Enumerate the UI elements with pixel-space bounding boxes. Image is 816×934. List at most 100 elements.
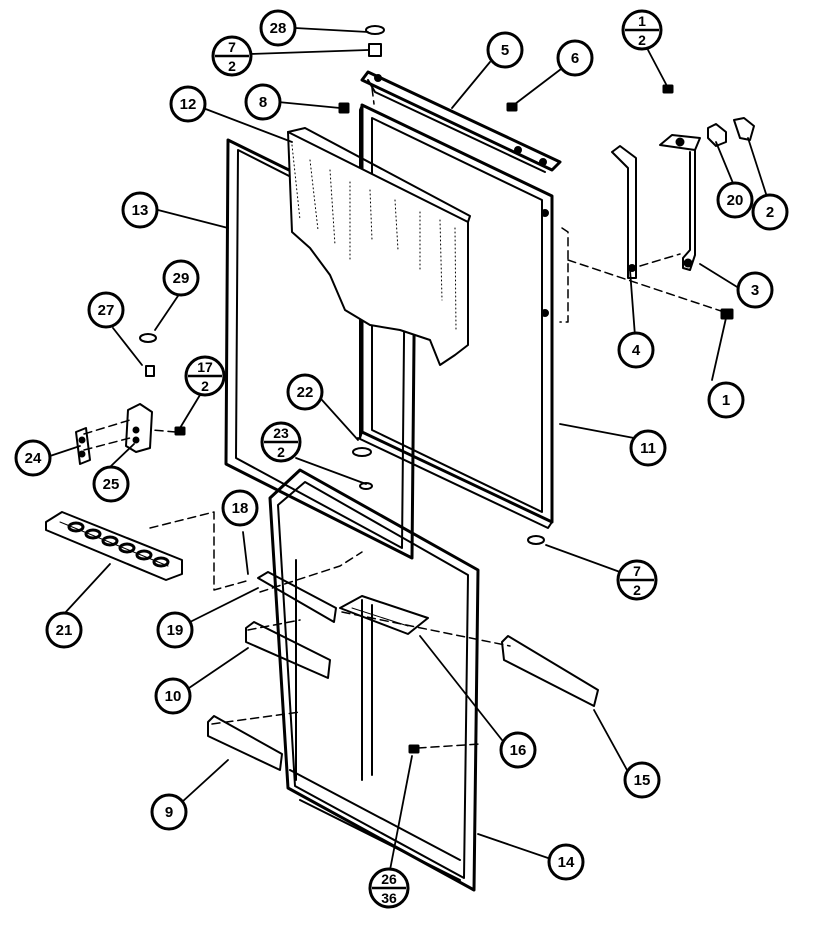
callout-label: 11 [640, 440, 656, 457]
callout-label: 19 [167, 622, 184, 639]
callout-27: 27 [87, 291, 125, 329]
callout-circle [716, 181, 754, 219]
callout-12: 12 [169, 85, 207, 123]
callout-denominator: 2 [201, 378, 209, 394]
shelf-19 [257, 571, 337, 623]
callout-circle [156, 611, 194, 649]
callout-circle [87, 291, 125, 329]
callout-29: 29 [162, 259, 200, 297]
callout-1a: 12 [621, 9, 663, 51]
callout-label: 24 [25, 450, 42, 467]
insulation-panel [287, 127, 471, 366]
callout-numerator: 1 [638, 13, 646, 29]
callout-11: 11 [629, 429, 667, 467]
callout-label: 28 [270, 20, 287, 37]
callout-circle [14, 439, 52, 477]
callout-circle [286, 373, 324, 411]
callout-label: 20 [727, 192, 744, 209]
callout-circle [623, 761, 661, 799]
callout-label: 6 [571, 50, 579, 67]
callout-4: 4 [617, 331, 655, 369]
shelf-9 [207, 715, 283, 771]
callout-label: 15 [634, 772, 651, 789]
callout-circle [154, 677, 192, 715]
callout-22: 22 [286, 373, 324, 411]
callout-label: 22 [297, 384, 314, 401]
callout-circle [169, 85, 207, 123]
bottom-trim-15 [501, 635, 599, 707]
callout-3: 3 [736, 271, 774, 309]
callout-label: 5 [501, 42, 509, 59]
callout-circle [259, 9, 297, 47]
callout-circle [617, 331, 655, 369]
egg-tray [45, 511, 183, 581]
callout-numerator: 23 [273, 425, 289, 441]
hinge-bar [611, 145, 637, 279]
callout-15: 15 [623, 761, 661, 799]
callout-circle [629, 429, 667, 467]
callout-label: 3 [751, 282, 759, 299]
parts-drawing [45, 25, 769, 892]
callout-denominator: 36 [381, 890, 397, 906]
callout-circle [45, 611, 83, 649]
shelf-10 [245, 621, 331, 679]
callout-circle [736, 271, 774, 309]
callout-circle [751, 193, 789, 231]
callout-label: 16 [510, 742, 527, 759]
callout-circle [92, 465, 130, 503]
callout-label: 25 [103, 476, 120, 493]
callout-label: 8 [259, 94, 267, 111]
lower-hinge-parts [75, 333, 157, 465]
callout-label: 12 [180, 96, 197, 113]
callout-label: 10 [165, 688, 182, 705]
callout-7a: 72 [211, 35, 253, 77]
callout-23: 232 [260, 421, 302, 463]
callout-label: 21 [56, 622, 73, 639]
callout-numerator: 7 [228, 39, 236, 55]
callout-19: 19 [156, 611, 194, 649]
door-stop-bracket [659, 134, 701, 271]
callout-label: 1 [722, 392, 730, 409]
callout-label: 14 [558, 854, 575, 871]
callout-label: 18 [232, 500, 249, 517]
callout-label: 9 [165, 804, 173, 821]
callout-circle [486, 31, 524, 69]
callout-circle [556, 39, 594, 77]
callout-circle [244, 83, 282, 121]
shelf-16 [339, 595, 429, 635]
callout-label: 27 [98, 302, 115, 319]
callout-circle [150, 793, 188, 831]
callout-denominator: 2 [277, 444, 285, 460]
callout-13: 13 [121, 191, 159, 229]
callout-label: 29 [173, 270, 190, 287]
top-washers [365, 25, 385, 57]
top-trim-bar [360, 70, 562, 173]
door-bottom-cap [352, 447, 545, 545]
callout-circle [121, 191, 159, 229]
callout-circle [162, 259, 200, 297]
callout-2: 2 [751, 193, 789, 231]
callout-label: 2 [766, 204, 774, 221]
callout-8: 8 [244, 83, 282, 121]
callout-14: 14 [547, 843, 585, 881]
callout-18: 18 [221, 489, 259, 527]
callout-circle [547, 843, 585, 881]
callout-25: 25 [92, 465, 130, 503]
callout-label: 13 [132, 202, 149, 219]
callout-6: 6 [556, 39, 594, 77]
callout-20: 20 [716, 181, 754, 219]
callout-denominator: 2 [228, 58, 236, 74]
callout-numerator: 26 [381, 871, 397, 887]
callout-28: 28 [259, 9, 297, 47]
screws [174, 84, 734, 754]
callout-17: 172 [184, 355, 226, 397]
callout-1: 1 [707, 381, 745, 419]
callout-label: 4 [632, 342, 641, 359]
callout-circle [707, 381, 745, 419]
spacer-shims [707, 117, 755, 147]
callout-circle [499, 731, 537, 769]
lower-door-liner [268, 468, 480, 892]
